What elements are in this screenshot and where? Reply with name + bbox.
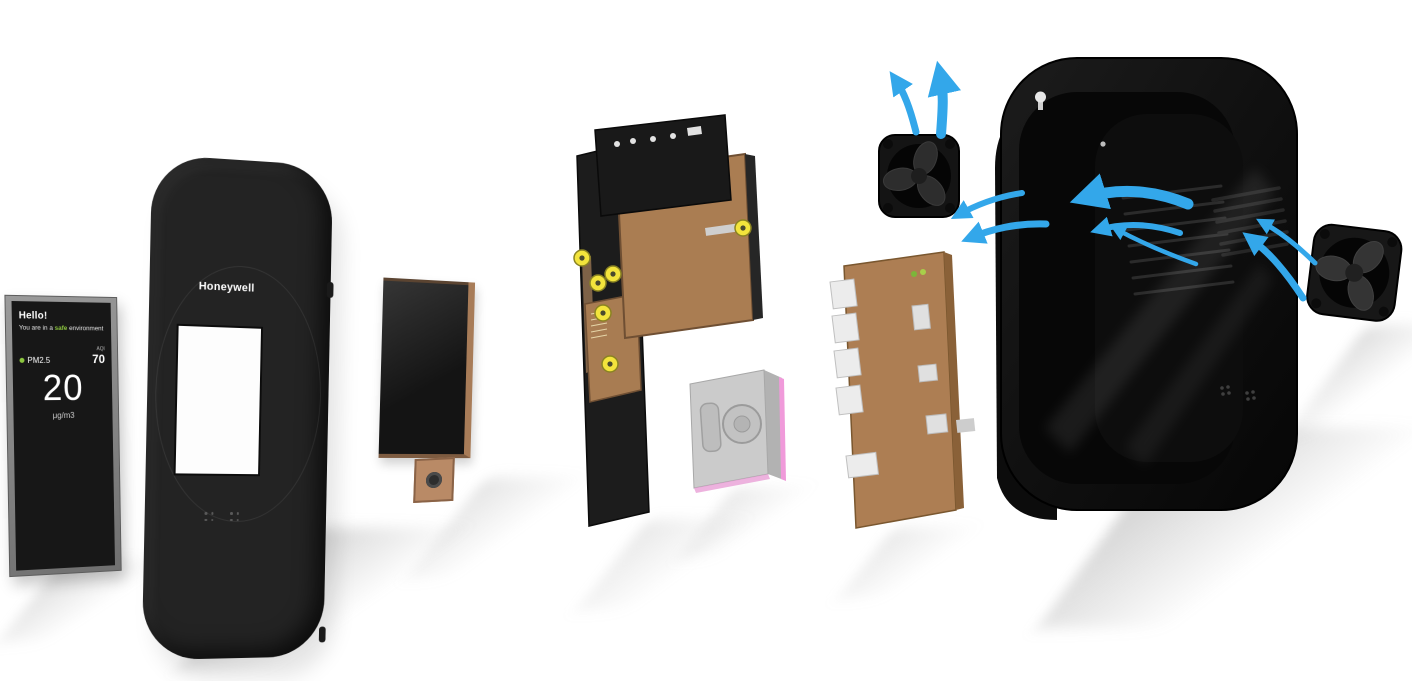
sensor-duct [700,403,721,452]
status-text: You are in a safe environment [19,324,105,333]
buzzer-hole [426,472,443,489]
side-tab [956,418,975,433]
greeting-text: Hello! [19,310,105,322]
pm25-status-dot [19,358,24,363]
metric-row: PM2.5 AQI 70 [19,347,105,365]
lcd-module [379,278,476,459]
arrow-exhaust-up-right [940,74,943,134]
aqi-value: 70 [92,354,105,366]
arrow-exhaust-up-left [895,79,916,132]
interior-screw [1100,141,1105,146]
sensor-fan-hub [734,416,750,432]
io-pcb [828,248,978,543]
buzzer-module [413,457,455,503]
device-display-screen: Hello! You are in a safe environment PM2… [4,295,121,577]
status-prefix: You are in a [19,324,55,331]
intake-fan-grille [1298,214,1412,336]
aqi-readout: AQI 70 [92,348,105,366]
button-dots-right [230,512,240,522]
status-suffix: environment [67,325,103,332]
exhaust-fan [874,128,968,226]
fan-hub [911,168,927,184]
button-dots-left [204,512,214,522]
display-ui: Hello! You are in a safe environment PM2… [12,301,115,571]
display-window-cutout [174,324,263,476]
status-highlight: safe [55,325,68,332]
particle-sensor [684,362,786,494]
touch-buttons [204,512,239,522]
pm25-value: 20 [20,367,106,410]
pm25-unit: μg/m3 [20,411,106,421]
main-enclosure [975,48,1320,543]
side-clip-bottom [319,627,326,643]
pm25-label-group: PM2.5 [19,356,50,365]
pm25-label: PM2.5 [27,356,50,365]
front-bezel: Honeywell [142,154,333,660]
side-clip-top [327,282,334,298]
emc-shield-cover [595,115,731,216]
